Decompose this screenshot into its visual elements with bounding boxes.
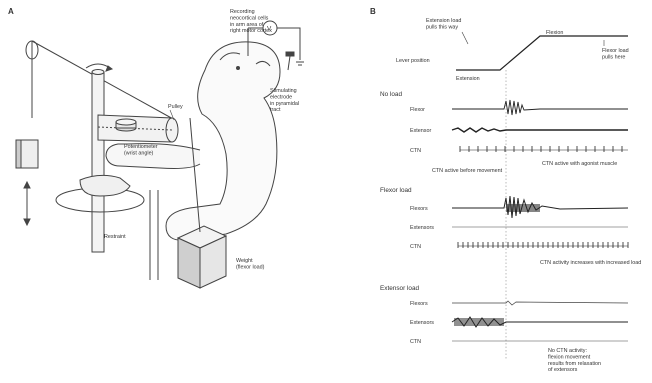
panel-a-label: A <box>8 7 14 16</box>
emg-trace-flexor-no-load <box>452 100 628 115</box>
label-line: in pyramidal <box>270 101 299 107</box>
ctn-spikes-no-load <box>460 146 628 152</box>
emg-trace-extensors-extensor-load <box>452 317 628 327</box>
label-line: flexion movement <box>548 354 591 360</box>
annotation-ctn-before-movement: CTN active before movement <box>432 168 503 174</box>
label-line: of extensors <box>548 367 578 373</box>
label-line: pulls here <box>602 54 625 60</box>
label-line: pulls this way <box>426 24 458 30</box>
arm-cylinder-icon <box>98 115 178 142</box>
panel-b-label: B <box>370 7 376 16</box>
restraint-label: Restraint <box>104 234 126 240</box>
annotation-ctn-increases: CTN activity increases with increased lo… <box>540 260 641 266</box>
label-line: Weight <box>236 258 253 264</box>
trace-label-flexors-3: Flexors <box>410 301 428 307</box>
annotation-ctn-agonist: CTN active with agonist muscle <box>542 161 617 167</box>
emg-trace-flexors-extensor-load <box>452 301 628 305</box>
emg-trace-extensor-no-load <box>452 128 628 132</box>
trace-label-ctn: CTN <box>410 148 421 154</box>
trace-label-ctn-2: CTN <box>410 244 421 250</box>
trace-label-extensors: Extensors <box>410 225 434 231</box>
label-line: Potentiometer <box>124 144 158 150</box>
label-line: electrode <box>270 94 292 100</box>
pulley-label: Pulley <box>168 104 183 110</box>
label-line: Stimulating <box>270 88 297 94</box>
label-line: (wrist angle) <box>124 150 154 156</box>
label-line: results from relaxation <box>548 361 601 367</box>
weight-label: Weight(flexor load) <box>236 258 265 270</box>
label-line: Flexor load <box>602 48 629 54</box>
label-line: No CTN activity: <box>548 348 587 354</box>
flexion-label: Flexion <box>546 30 563 36</box>
extension-label: Extension <box>456 76 480 82</box>
label-line: right motor cortex <box>230 28 272 34</box>
label-line: Recording <box>230 9 255 15</box>
ctn-spikes-flexor-load <box>458 242 628 248</box>
label-line: neocortical cells <box>230 15 269 21</box>
section-title-flexor-load: Flexor load <box>380 187 412 194</box>
trace-label-flexor: Flexor <box>410 107 425 113</box>
potentiometer-label: Potentiometer(wrist angle) <box>124 144 158 156</box>
hanging-weight-icon <box>16 140 38 168</box>
emg-trace-flexors-flexor-load <box>452 196 628 218</box>
label-line: (flexor load) <box>236 264 265 270</box>
label-line: Extension load <box>426 18 461 24</box>
double-arrow-icon <box>24 182 30 225</box>
label-line: tract <box>270 107 281 113</box>
weight-box-icon <box>178 118 226 288</box>
electrode-icon <box>286 52 294 70</box>
trace-label-extensors-3: Extensors <box>410 320 434 326</box>
trace-label-extensor: Extensor <box>410 128 431 134</box>
section-title-no-load: No load <box>380 91 402 98</box>
section-title-extensor-load: Extensor load <box>380 285 420 292</box>
trace-label-flexors: Flexors <box>410 206 428 212</box>
label-line: in arm area of <box>230 22 264 28</box>
potentiometer-icon <box>116 119 136 131</box>
trace-label-ctn-3: CTN <box>410 339 421 345</box>
panel-a: A <box>8 7 304 288</box>
lever-position-label: Lever position <box>396 58 430 64</box>
